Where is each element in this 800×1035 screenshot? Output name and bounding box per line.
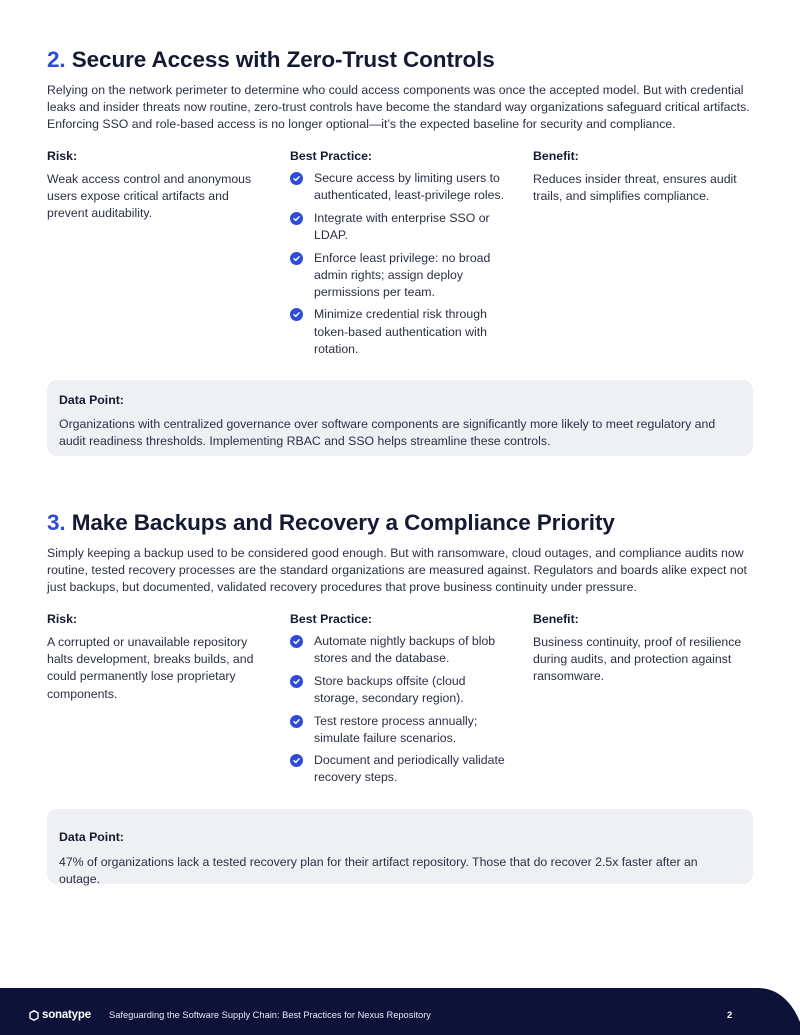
data-point-box: Data Point: Organizations with centraliz… (47, 380, 753, 456)
best-practice-list: Automate nightly backups of blob stores … (290, 633, 510, 786)
check-circle-icon (290, 714, 303, 728)
best-practice-text: Store backups offsite (cloud storage, se… (314, 673, 466, 706)
section-backups-recovery: 3. Make Backups and Recovery a Complianc… (47, 509, 753, 791)
data-point-text: 47% of organizations lack a tested recov… (59, 855, 698, 887)
risk-column: Risk: Weak access control and anonymous … (47, 148, 262, 222)
check-circle-icon (290, 635, 303, 649)
footer-background (0, 988, 800, 1035)
best-practice-column: Best Practice: Automate nightly backups … (290, 611, 510, 792)
best-practice-item: Store backups offsite (cloud storage, se… (290, 673, 510, 707)
benefit-title: Benefit: (533, 149, 579, 164)
best-practice-title: Best Practice: (290, 149, 373, 164)
sonatype-logo: sonatype (29, 1009, 91, 1021)
section-number: 3. (47, 510, 66, 535)
risk-column: Risk: A corrupted or unavailable reposit… (47, 611, 262, 702)
best-practice-column: Best Practice: Secure access by limiting… (290, 148, 510, 363)
best-practice-text: Document and periodically validate recov… (314, 753, 505, 785)
section-intro: Simply keeping a backup used to be consi… (47, 546, 747, 595)
page-footer: sonatype Safeguarding the Software Suppl… (0, 988, 800, 1035)
risk-text: Weak access control and anonymous users … (47, 172, 252, 221)
section-title: Make Backups and Recovery a Compliance P… (71, 510, 615, 535)
section-number: 2. (47, 47, 66, 72)
best-practice-text: Integrate with enterprise SSO or LDAP. (314, 210, 490, 243)
best-practice-text: Automate nightly backups of blob stores … (314, 634, 496, 666)
check-circle-icon (290, 308, 303, 322)
section-secure-access: 2. Secure Access with Zero-Trust Control… (47, 46, 753, 368)
data-point-title: Data Point: (59, 393, 124, 407)
best-practice-item: Minimize credential risk through token-b… (290, 306, 510, 357)
section-intro: Relying on the network perimeter to dete… (47, 83, 750, 132)
best-practice-text: Test restore process annually; simulate … (314, 713, 478, 745)
best-practice-item: Document and periodically validate recov… (290, 752, 510, 786)
best-practice-text: Minimize credential risk through token-b… (314, 307, 487, 356)
risk-text: A corrupted or unavailable repository ha… (47, 635, 254, 701)
sonatype-hexagon-icon (29, 1009, 39, 1021)
best-practice-title: Best Practice: (290, 612, 373, 627)
data-point-title: Data Point: (59, 830, 124, 844)
check-circle-icon (290, 211, 303, 225)
check-circle-icon (290, 251, 303, 265)
best-practice-item: Automate nightly backups of blob stores … (290, 633, 510, 667)
best-practice-item: Secure access by limiting users to authe… (290, 170, 510, 204)
benefit-column: Benefit: Reduces insider threat, ensures… (533, 148, 753, 205)
three-column-grid: Risk: A corrupted or unavailable reposit… (47, 611, 753, 791)
section-title: Secure Access with Zero-Trust Controls (71, 47, 495, 72)
check-circle-icon (290, 172, 303, 186)
best-practice-item: Test restore process annually; simulate … (290, 713, 510, 747)
benefit-column: Benefit: Business continuity, proof of r… (533, 611, 753, 685)
section-heading: 2. Secure Access with Zero-Trust Control… (47, 46, 753, 74)
section-heading: 3. Make Backups and Recovery a Complianc… (47, 509, 753, 537)
check-circle-icon (290, 754, 303, 768)
risk-title: Risk: (47, 149, 78, 164)
best-practice-item: Integrate with enterprise SSO or LDAP. (290, 210, 510, 244)
benefit-text: Business continuity, proof of resilience… (533, 635, 742, 684)
page-number: 2 (727, 1010, 733, 1021)
data-point-box: Data Point: 47% of organizations lack a … (47, 809, 753, 886)
best-practice-text: Secure access by limiting users to authe… (314, 171, 505, 203)
best-practice-text: Enforce least privilege: no broad admin … (314, 250, 491, 299)
footer-document-title: Safeguarding the Software Supply Chain: … (109, 1010, 431, 1020)
benefit-text: Reduces insider threat, ensures audit tr… (533, 172, 737, 204)
benefit-title: Benefit: (533, 612, 579, 627)
logo-wordmark: sonatype (42, 1009, 91, 1021)
data-point-text: Organizations with centralized governanc… (59, 417, 716, 449)
risk-title: Risk: (47, 612, 78, 627)
best-practice-item: Enforce least privilege: no broad admin … (290, 250, 510, 301)
three-column-grid: Risk: Weak access control and anonymous … (47, 148, 753, 368)
check-circle-icon (290, 674, 303, 688)
best-practice-list: Secure access by limiting users to authe… (290, 170, 510, 357)
